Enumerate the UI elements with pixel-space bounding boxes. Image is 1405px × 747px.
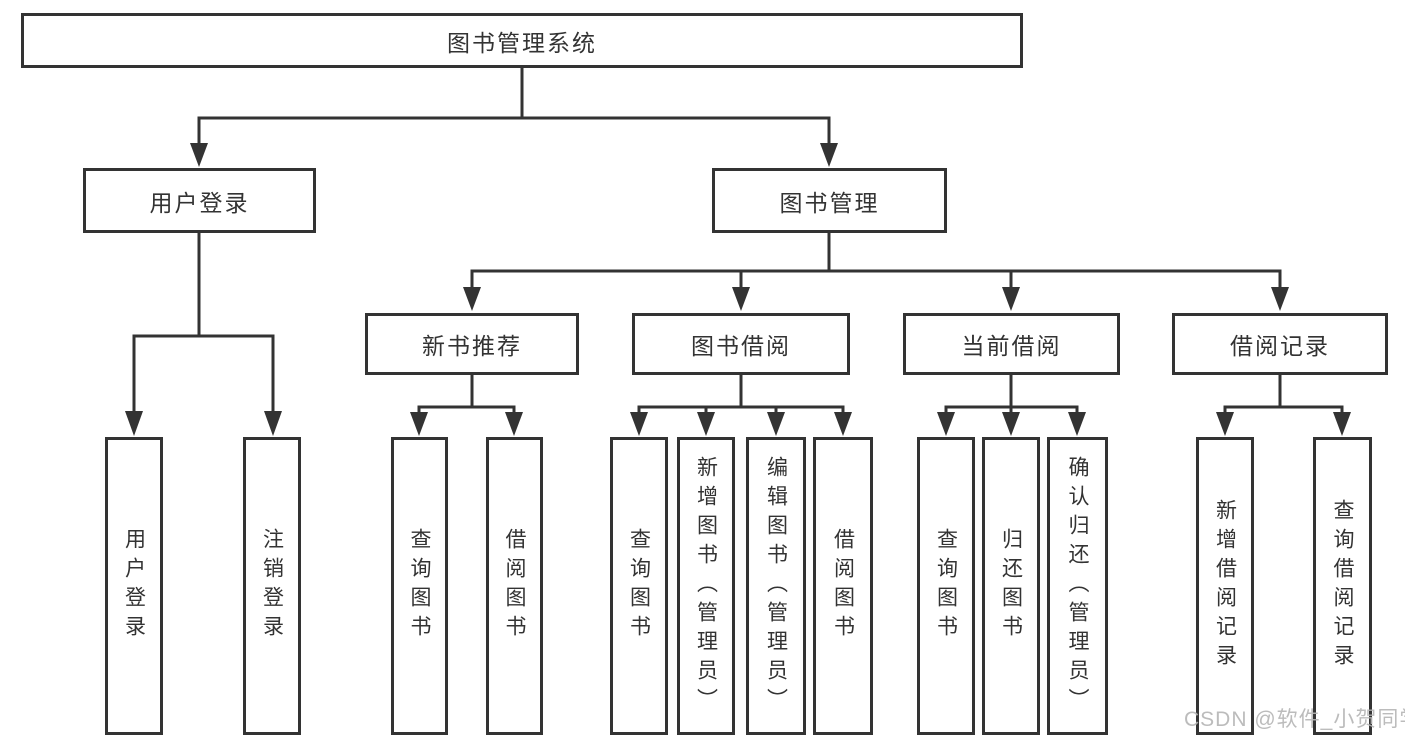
connector-current-borrow (937, 373, 1086, 436)
leaf-user-login: 用户登录 (105, 437, 163, 735)
node-label: 新增图书（管理员） (694, 455, 718, 717)
arrowhead-icon (697, 412, 715, 436)
node-label: 借阅图书 (503, 528, 526, 644)
node-label: 查询借阅记录 (1331, 499, 1354, 673)
arrowhead-icon (834, 412, 852, 436)
leaf-logout: 注销登录 (243, 437, 301, 735)
connector-borrow-records (1216, 373, 1351, 436)
leaf-query-books-current: 查询图书 (917, 437, 975, 735)
arrowhead-icon (505, 412, 523, 436)
arrowhead-icon (767, 412, 785, 436)
connector-book-management (463, 231, 1289, 311)
leaf-edit-books-admin: 编辑图书（管理员） (746, 437, 806, 735)
leaf-query-borrow-record: 查询借阅记录 (1313, 437, 1372, 735)
csdn-watermark: CSDN @软件_小贺同学 (1184, 708, 1405, 731)
arrowhead-icon (820, 143, 838, 167)
node-label: 借阅记录 (1230, 333, 1330, 359)
arrowhead-icon (1271, 287, 1289, 311)
node-label: 注销登录 (260, 528, 284, 644)
leaf-borrow-books-recommend: 借阅图书 (486, 437, 543, 735)
arrowhead-icon (1216, 412, 1234, 436)
node-label: 用户登录 (149, 189, 250, 216)
connector-root (190, 66, 838, 167)
arrowhead-icon (630, 412, 648, 436)
arrowhead-icon (1002, 412, 1020, 436)
node-root-system: 图书管理系统 (21, 13, 1023, 68)
node-label: 图书管理 (779, 189, 880, 216)
arrowhead-icon (264, 411, 282, 436)
leaf-confirm-return-admin: 确认归还（管理员） (1047, 437, 1108, 735)
node-book-borrow: 图书借阅 (632, 313, 850, 375)
node-label: 查询图书 (627, 528, 651, 644)
arrowhead-icon (463, 287, 481, 311)
node-label: 新书推荐 (422, 333, 522, 359)
node-new-book-recommend: 新书推荐 (365, 313, 579, 375)
leaf-query-books-recommend: 查询图书 (391, 437, 448, 735)
connector-user-login (125, 231, 282, 436)
node-label: 编辑图书（管理员） (764, 455, 788, 717)
node-current-borrow: 当前借阅 (903, 313, 1120, 375)
leaf-add-books-admin: 新增图书（管理员） (677, 437, 735, 735)
node-label: 当前借阅 (961, 333, 1062, 359)
leaf-add-borrow-record: 新增借阅记录 (1196, 437, 1254, 735)
connector-book-borrow (630, 373, 852, 436)
arrowhead-icon (1068, 412, 1086, 436)
connector-new-book-recommend (410, 373, 523, 436)
leaf-borrow-books: 借阅图书 (813, 437, 873, 735)
node-borrow-records: 借阅记录 (1172, 313, 1388, 375)
node-user-login: 用户登录 (83, 168, 316, 233)
arrowhead-icon (125, 411, 143, 436)
node-book-management: 图书管理 (712, 168, 947, 233)
node-label: 借阅图书 (831, 528, 855, 644)
node-label: 图书借阅 (691, 333, 791, 359)
arrowhead-icon (410, 412, 428, 436)
arrowhead-icon (732, 287, 750, 311)
node-label: 用户登录 (122, 528, 146, 644)
node-label: 查询图书 (934, 528, 958, 644)
arrowhead-icon (1002, 287, 1020, 311)
node-label: 归还图书 (999, 528, 1023, 644)
leaf-return-books: 归还图书 (982, 437, 1040, 735)
node-label: 图书管理系统 (447, 29, 597, 56)
arrowhead-icon (937, 412, 955, 436)
leaf-query-books-borrow: 查询图书 (610, 437, 668, 735)
node-label: 查询图书 (408, 528, 431, 644)
arrowhead-icon (1333, 412, 1351, 436)
arrowhead-icon (190, 143, 208, 167)
node-label: 确认归还（管理员） (1066, 455, 1089, 717)
node-label: 新增借阅记录 (1213, 499, 1237, 673)
